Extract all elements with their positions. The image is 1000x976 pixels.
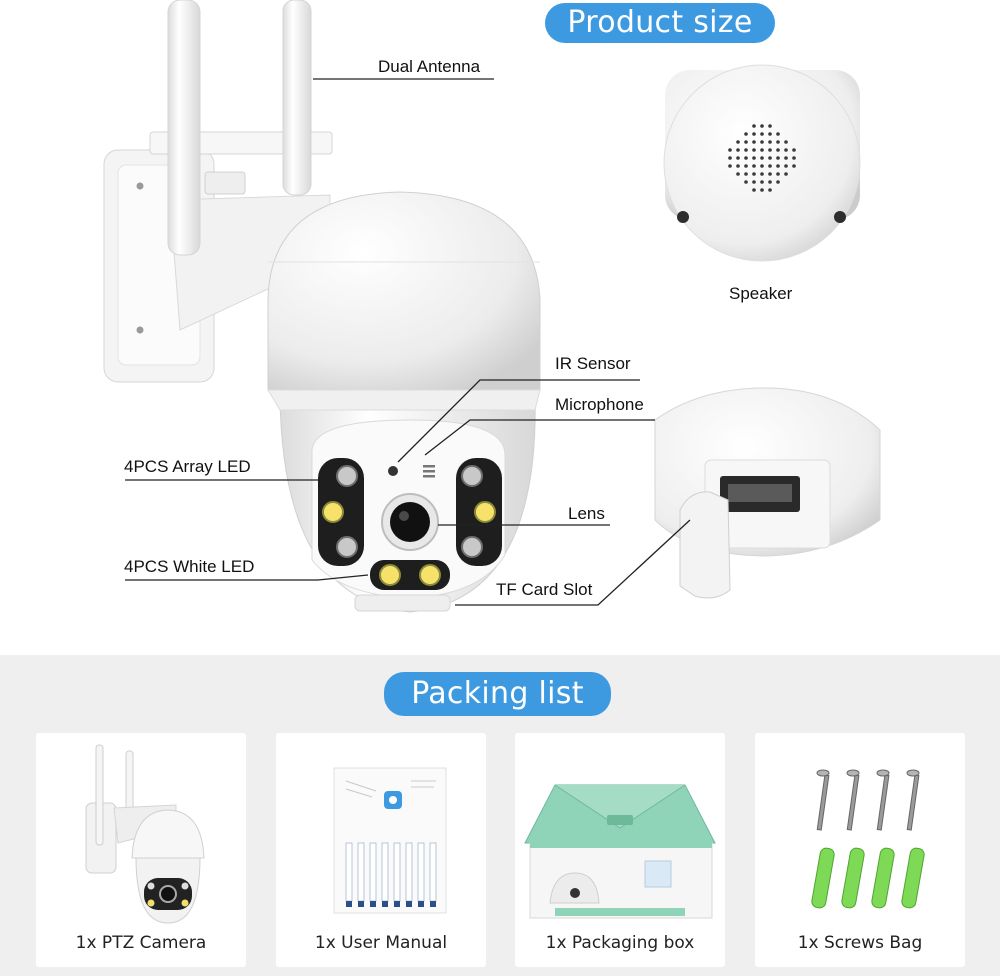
packing-item-label: 1x Packaging box bbox=[545, 933, 695, 953]
label-ir-sensor: IR Sensor bbox=[555, 354, 631, 373]
product-size-title: Product size bbox=[545, 3, 775, 43]
speaker-view bbox=[663, 64, 861, 262]
camera-body bbox=[267, 191, 541, 613]
leader-lines bbox=[125, 78, 691, 606]
product-illustration bbox=[103, 0, 881, 613]
packing-item-label: 1x Screws Bag bbox=[797, 933, 923, 953]
label-speaker: Speaker bbox=[729, 284, 793, 303]
packing-list-title: Packing list bbox=[384, 672, 611, 716]
packing-item-user-manual: 1x User Manual bbox=[276, 733, 486, 967]
screws-bag-icon bbox=[811, 769, 925, 909]
label-microphone: Microphone bbox=[555, 395, 644, 414]
packing-item-packaging-box: 1x Packaging box bbox=[515, 733, 725, 967]
user-manual-icon bbox=[333, 767, 447, 914]
label-array-led: 4PCS Array LED bbox=[124, 457, 251, 476]
label-white-led: 4PCS White LED bbox=[124, 557, 255, 576]
packing-item-ptz-camera: 1x PTZ Camera bbox=[36, 733, 246, 967]
packaging-box-icon bbox=[524, 784, 716, 919]
label-lens: Lens bbox=[568, 504, 605, 523]
packing-item-label: 1x User Manual bbox=[314, 933, 448, 953]
packing-item-label: 1x PTZ Camera bbox=[75, 933, 207, 953]
side-view bbox=[654, 387, 881, 599]
label-tf-card-slot: TF Card Slot bbox=[496, 580, 593, 599]
ptz-camera-icon bbox=[85, 744, 205, 924]
dual-antenna bbox=[167, 0, 312, 256]
packing-item-screws-bag: 1x Screws Bag bbox=[755, 733, 965, 967]
label-dual-antenna: Dual Antenna bbox=[378, 57, 481, 76]
